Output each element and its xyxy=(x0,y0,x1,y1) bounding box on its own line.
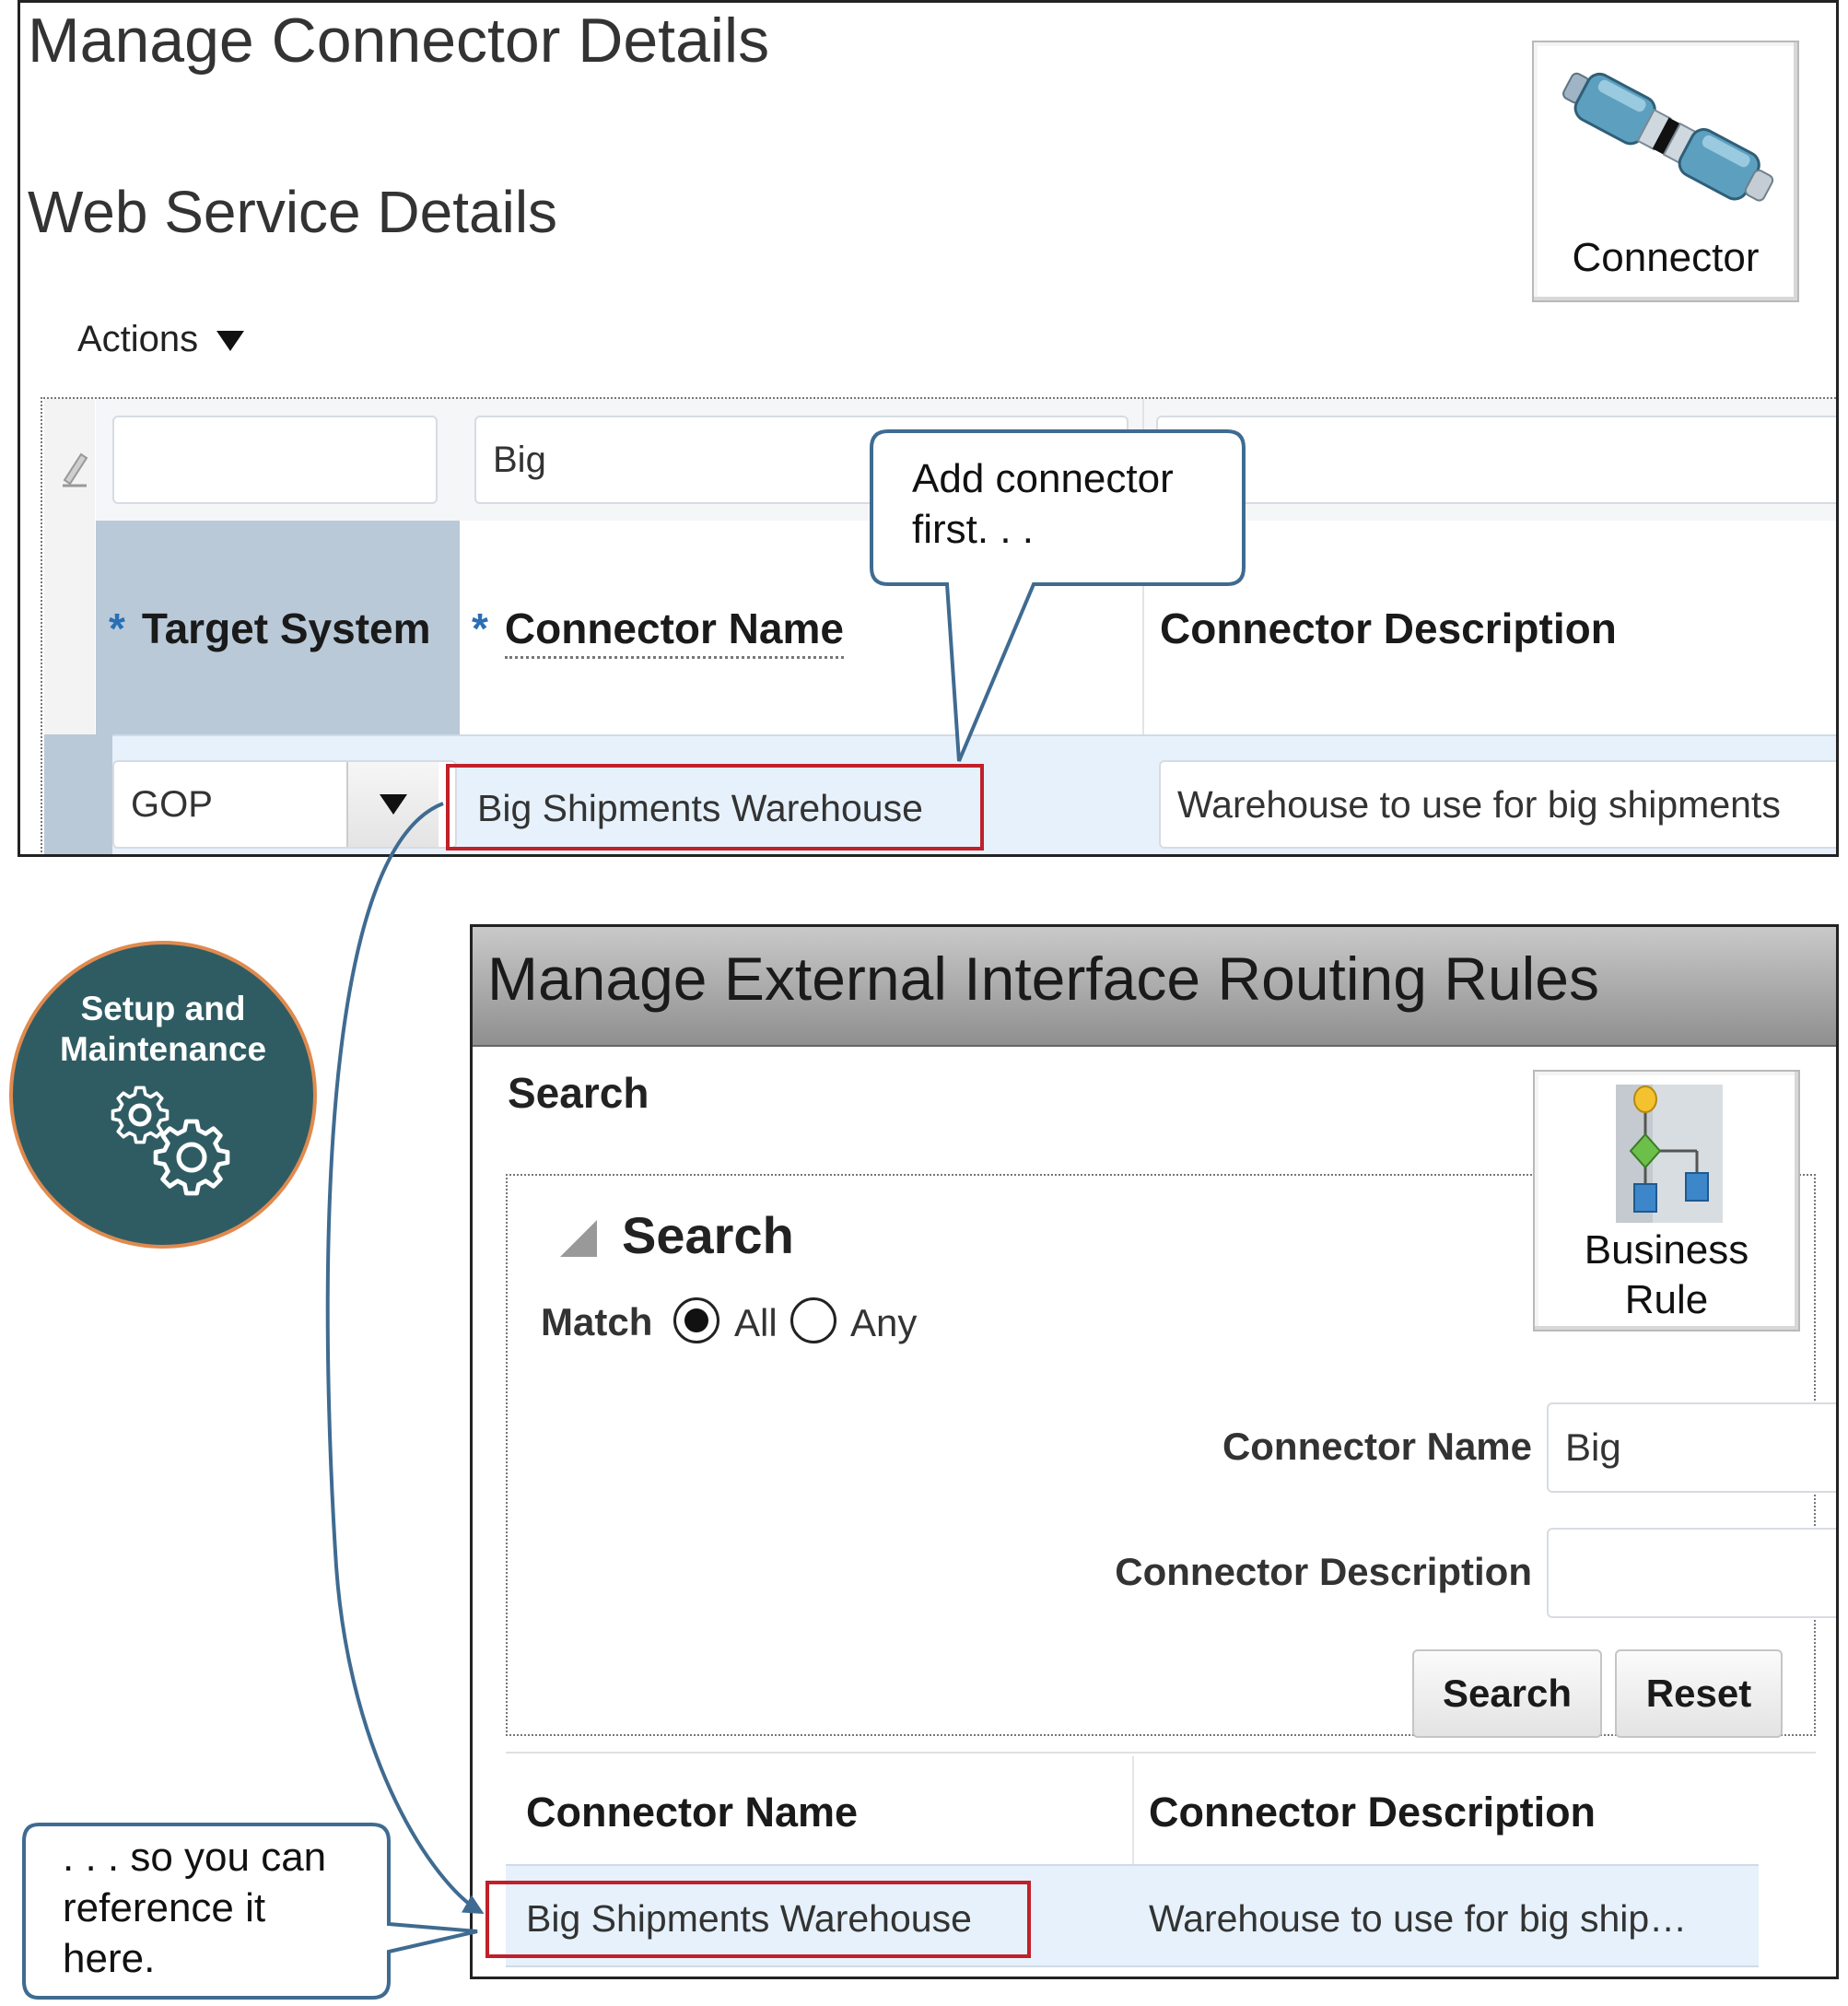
target-system-filter[interactable] xyxy=(112,416,438,504)
business-rule-line1: Business xyxy=(1584,1227,1749,1273)
results-divider xyxy=(506,1752,1816,1754)
connector-name-input[interactable]: Big xyxy=(1547,1402,1836,1493)
results-connector-description-cell[interactable]: Warehouse to use for big ship… xyxy=(1149,1897,1688,1940)
match-any-radio[interactable] xyxy=(790,1297,836,1343)
callout-reference-here xyxy=(22,1823,478,2000)
routing-rules-panel: Manage External Interface Routing Rules … xyxy=(470,924,1839,1979)
setup-badge-line2: Maintenance xyxy=(59,1030,267,1068)
business-rule-icon xyxy=(1608,1081,1728,1228)
business-rule-line2: Rule xyxy=(1624,1277,1709,1322)
callout-reference-here-text: . . . so you can reference it here. xyxy=(63,1835,327,1981)
radio-selected-dot xyxy=(684,1308,708,1332)
match-all-radio[interactable] xyxy=(673,1297,719,1343)
match-all-label: All xyxy=(734,1301,778,1344)
connector-tile-label: Connector xyxy=(1572,235,1760,280)
results-connector-description-header[interactable]: Connector Description xyxy=(1149,1789,1597,1836)
match-label: Match xyxy=(541,1300,653,1343)
connector-description-input[interactable] xyxy=(1547,1528,1836,1618)
connectors-table xyxy=(41,397,1836,854)
chevron-down-icon xyxy=(380,794,407,815)
target-system-header[interactable]: *Target System xyxy=(109,604,431,652)
section-title: Web Service Details xyxy=(28,179,558,245)
reset-button[interactable]: Reset xyxy=(1615,1649,1783,1738)
match-any-label: Any xyxy=(850,1301,918,1344)
setup-maintenance-badge: Setup and Maintenance xyxy=(9,941,317,1249)
callout-add-first xyxy=(870,429,1246,762)
column-divider xyxy=(1132,1756,1134,1867)
connector-description-filter[interactable] xyxy=(1156,416,1836,504)
page-title: Manage Connector Details xyxy=(28,6,770,76)
search-panel-title: Search xyxy=(622,1206,794,1264)
actions-label: Actions xyxy=(77,319,199,359)
row-selected-indicator xyxy=(44,734,112,854)
results-connector-name-cell[interactable]: Big Shipments Warehouse xyxy=(526,1897,972,1940)
collapse-triangle-icon[interactable] xyxy=(560,1220,597,1257)
setup-badge-line1: Setup and xyxy=(80,990,246,1027)
column-divider xyxy=(1142,399,1144,854)
results-connector-name-header[interactable]: Connector Name xyxy=(526,1789,859,1836)
connector-description-cell[interactable]: Warehouse to use for big shipments xyxy=(1159,760,1836,849)
connector-name-cell[interactable]: Big Shipments Warehouse xyxy=(477,786,923,829)
highlight-box xyxy=(446,764,984,850)
connector-name-header[interactable]: *Connector Name xyxy=(472,604,844,659)
page-title: Manage External Interface Routing Rules xyxy=(487,944,1600,1013)
chevron-down-icon xyxy=(216,331,245,352)
search-button[interactable]: Search xyxy=(1412,1649,1602,1738)
section-title: Search xyxy=(508,1069,649,1117)
connector-description-label: Connector Description xyxy=(1115,1550,1532,1593)
highlight-box xyxy=(485,1881,1031,1958)
target-system-dropdown-button[interactable] xyxy=(346,762,439,847)
connector-icon xyxy=(1543,59,1792,225)
connector-tile: Connector xyxy=(1532,41,1799,302)
connector-name-label: Connector Name xyxy=(1222,1425,1532,1468)
connector-description-header[interactable]: Connector Description xyxy=(1160,604,1617,652)
title-bar: Manage External Interface Routing Rules xyxy=(473,927,1836,1047)
actions-menu[interactable]: Actions xyxy=(77,319,245,360)
callout-add-first-text: Add connector first. . . xyxy=(912,456,1174,552)
business-rule-tile: Business Rule xyxy=(1533,1070,1800,1331)
edit-pencil-icon xyxy=(61,445,88,487)
target-system-header-cell xyxy=(96,521,460,734)
gears-icon xyxy=(96,1078,243,1207)
